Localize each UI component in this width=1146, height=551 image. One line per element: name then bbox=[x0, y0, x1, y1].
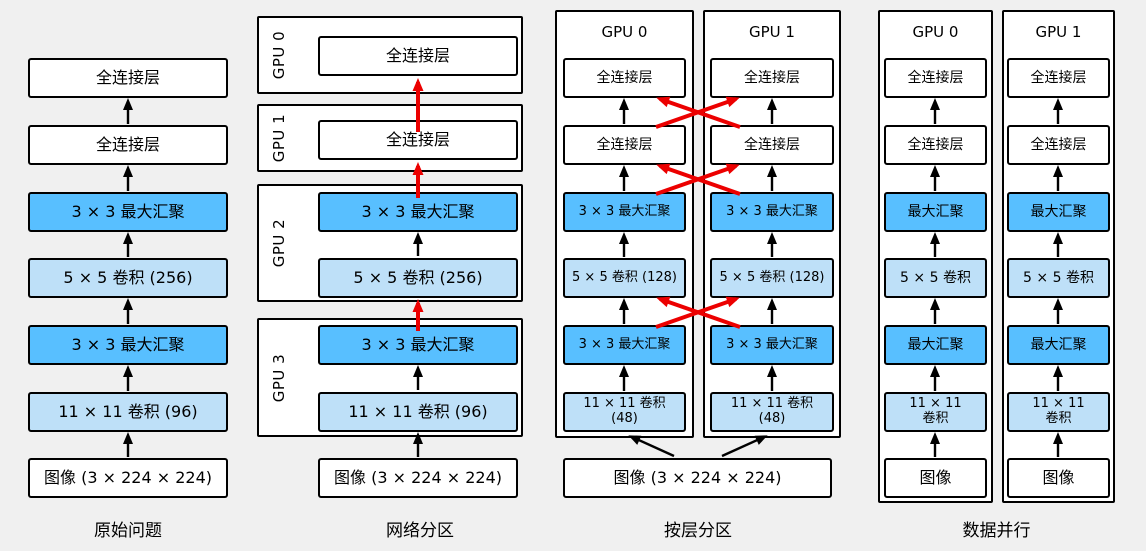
layer-box-pool: 最大汇聚 bbox=[1007, 192, 1110, 232]
panel-caption: 原始问题 bbox=[94, 521, 162, 541]
layer-box-fc: 全连接层 bbox=[710, 58, 834, 98]
layer-box-fc: 全连接层 bbox=[28, 125, 228, 165]
layer-box-conv: 11 × 11 卷积 (96) bbox=[28, 392, 228, 432]
layer-box-pool: 3 × 3 最大汇聚 bbox=[563, 325, 686, 365]
gpu-header: GPU 1 bbox=[1035, 23, 1082, 41]
layer-box-conv: 11 × 11 卷积 (96) bbox=[318, 392, 518, 432]
layer-label-line2: 卷积 bbox=[1045, 411, 1072, 426]
layer-box-conv: 5 × 5 卷积 bbox=[884, 258, 987, 298]
layer-box-fc: 全连接层 bbox=[710, 125, 834, 165]
layer-box-conv: 11 × 11 卷积 bbox=[1007, 392, 1110, 432]
layer-box-fc: 全连接层 bbox=[318, 36, 518, 76]
gpu-label: GPU 2 bbox=[259, 184, 299, 302]
layer-box-pool: 最大汇聚 bbox=[1007, 325, 1110, 365]
gpu-label-text: GPU 0 bbox=[270, 30, 288, 80]
gpu-label-text: GPU 1 bbox=[270, 113, 288, 163]
gpu-header: GPU 0 bbox=[912, 23, 959, 41]
layer-label-line2: (48) bbox=[611, 411, 638, 426]
layer-box-pool: 3 × 3 最大汇聚 bbox=[710, 192, 834, 232]
layer-box-conv: 5 × 5 卷积 (128) bbox=[563, 258, 686, 298]
layer-label-line1: 11 × 11 bbox=[1032, 396, 1085, 412]
layer-box-pool: 最大汇聚 bbox=[884, 192, 987, 232]
layer-box-pool: 3 × 3 最大汇聚 bbox=[710, 325, 834, 365]
layer-box-fc: 全连接层 bbox=[318, 120, 518, 160]
layer-label-line1: 11 × 11 卷积 bbox=[583, 396, 666, 412]
layer-box-conv: 5 × 5 卷积 bbox=[1007, 258, 1110, 298]
gpu-label: GPU 0 bbox=[259, 16, 299, 94]
gpu-label: GPU 3 bbox=[259, 318, 299, 437]
layer-box-conv: 5 × 5 卷积 (128) bbox=[710, 258, 834, 298]
gpu-label-text: GPU 2 bbox=[270, 218, 288, 268]
input-box: 图像 bbox=[1007, 458, 1110, 498]
layer-box-conv: 11 × 11 卷积 (48) bbox=[710, 392, 834, 432]
layer-box-conv: 5 × 5 卷积 (256) bbox=[28, 258, 228, 298]
layer-box-conv: 11 × 11 卷积 (48) bbox=[563, 392, 686, 432]
gpu-label-text: GPU 3 bbox=[270, 353, 288, 402]
layer-box-pool: 3 × 3 最大汇聚 bbox=[318, 325, 518, 365]
layer-box-fc: 全连接层 bbox=[28, 58, 228, 98]
gpu-header: GPU 1 bbox=[749, 23, 795, 41]
input-split-arrow-icon bbox=[721, 435, 768, 458]
panel-caption: 数据并行 bbox=[962, 521, 1031, 541]
gpu-header: GPU 0 bbox=[601, 23, 648, 41]
input-box: 图像 (3 × 224 × 224) bbox=[28, 458, 228, 498]
layer-box-fc: 全连接层 bbox=[1007, 125, 1110, 165]
layer-label-line2: 卷积 bbox=[922, 411, 949, 426]
input-box: 图像 bbox=[884, 458, 987, 498]
layer-box-pool: 3 × 3 最大汇聚 bbox=[563, 192, 686, 232]
layer-box-fc: 全连接层 bbox=[563, 58, 686, 98]
layer-label-line1: 11 × 11 bbox=[909, 396, 962, 412]
panel-caption: 按层分区 bbox=[664, 521, 732, 541]
input-split-arrow-icon bbox=[628, 435, 675, 458]
layer-box-pool: 3 × 3 最大汇聚 bbox=[28, 192, 228, 232]
layer-label-line1: 11 × 11 卷积 bbox=[730, 396, 814, 412]
gpu-label: GPU 1 bbox=[259, 104, 299, 172]
layer-box-conv: 5 × 5 卷积 (256) bbox=[318, 258, 518, 298]
layer-box-fc: 全连接层 bbox=[884, 58, 987, 98]
layer-box-pool: 3 × 3 最大汇聚 bbox=[28, 325, 228, 365]
panel-caption: 网络分区 bbox=[386, 521, 454, 541]
layer-label-line2: (48) bbox=[758, 411, 786, 426]
layer-box-fc: 全连接层 bbox=[1007, 58, 1110, 98]
layer-box-pool: 最大汇聚 bbox=[884, 325, 987, 365]
layer-box-conv: 11 × 11 卷积 bbox=[884, 392, 987, 432]
layer-box-fc: 全连接层 bbox=[884, 125, 987, 165]
layer-box-fc: 全连接层 bbox=[563, 125, 686, 165]
input-box: 图像 (3 × 224 × 224) bbox=[563, 458, 832, 498]
input-box: 图像 (3 × 224 × 224) bbox=[318, 458, 518, 498]
layer-box-pool: 3 × 3 最大汇聚 bbox=[318, 192, 518, 232]
